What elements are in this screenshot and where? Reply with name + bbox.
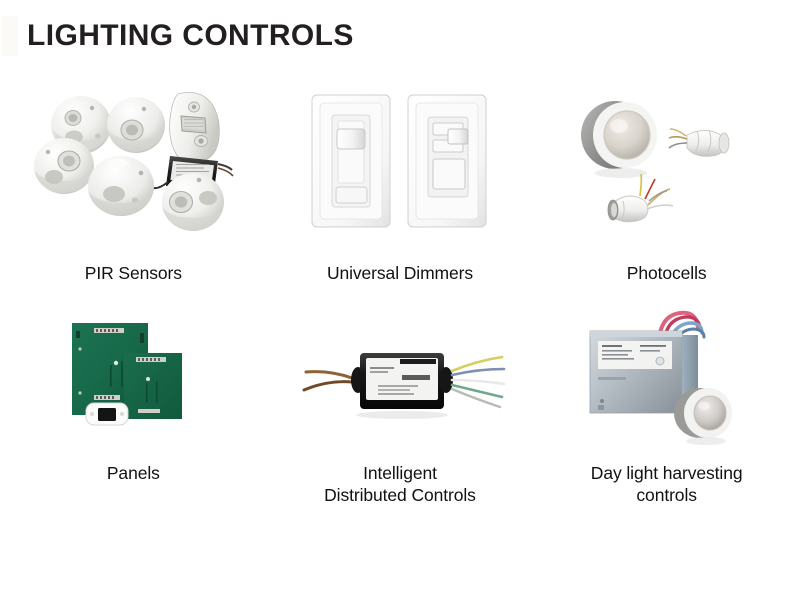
product-image-cell-universal-dimmers — [267, 70, 534, 260]
product-image-cell-photocells — [533, 70, 800, 260]
product-image-cell-pir-sensors — [0, 70, 267, 260]
caption-universal-dimmers: Universal Dimmers — [326, 263, 474, 283]
product-caption-cell-pir-sensors: PIR Sensors — [0, 260, 267, 300]
caption-panels: Panels — [106, 463, 160, 483]
product-caption-cell-photocells: Photocells — [533, 260, 800, 300]
product-caption-cell-intelligent-distributed-controls: Intelligent Distributed Controls — [267, 460, 534, 520]
product-grid: PIR Sensors Universal Dimmers Photocells — [0, 70, 800, 520]
universal-dimmers-photo — [311, 94, 487, 228]
caption-intelligent-distributed-controls: Intelligent Distributed Controls — [324, 463, 476, 505]
caption-pir-sensors: PIR Sensors — [84, 263, 182, 283]
product-caption-cell-day-light-harvesting-controls: Day light harvesting controls — [533, 460, 800, 520]
product-image-cell-panels — [0, 300, 267, 460]
panels-photo — [72, 323, 183, 426]
product-image-cell-intelligent-distributed-controls — [267, 300, 534, 460]
caption-photocells: Photocells — [626, 263, 707, 283]
title-accent-bar — [2, 16, 18, 56]
intelligent-distributed-controls-photo — [302, 352, 506, 419]
pir-sensors-photo — [34, 91, 234, 231]
photocells-photo — [581, 100, 730, 222]
product-caption-cell-panels: Panels — [0, 460, 267, 520]
caption-day-light-harvesting-controls: Day light harvesting controls — [590, 463, 743, 505]
page-title: LIGHTING CONTROLS — [27, 19, 354, 52]
day-light-harvesting-controls-photo — [589, 310, 733, 445]
product-caption-cell-universal-dimmers: Universal Dimmers — [267, 260, 534, 300]
product-image-cell-day-light-harvesting-controls — [533, 300, 800, 460]
